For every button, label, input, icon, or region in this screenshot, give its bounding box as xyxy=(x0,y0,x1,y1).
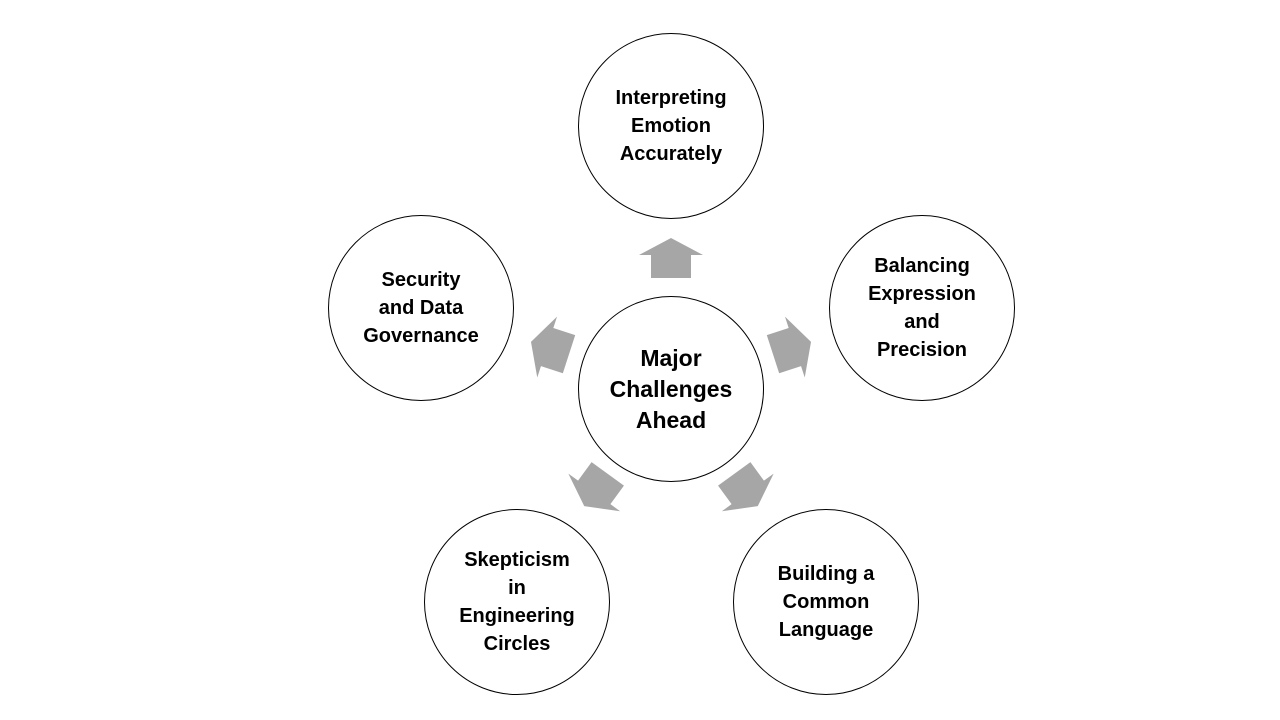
node-balancing-expression: Balancing Expression and Precision xyxy=(829,215,1015,401)
node-label-interpreting-emotion: Interpreting Emotion Accurately xyxy=(615,87,727,165)
center-node-label: Major Challenges Ahead xyxy=(609,344,733,433)
node-interpreting-emotion: Interpreting Emotion Accurately xyxy=(578,33,764,219)
node-label-balancing-expression: Balancing Expression and Precision xyxy=(868,255,976,361)
arrow-to-building-common-language xyxy=(718,462,774,512)
node-security-governance: Security and Data Governance xyxy=(328,215,514,401)
node-label-skepticism: Skepticism in Engineering Circles xyxy=(459,549,575,655)
arrow-to-security-governance xyxy=(530,316,576,378)
arrow-to-balancing-expression xyxy=(766,316,812,378)
arrow-to-skepticism xyxy=(568,462,624,512)
node-label-building-common-language: Building a Common Language xyxy=(777,563,875,641)
arrow-to-interpreting-emotion xyxy=(639,238,703,278)
node-skepticism: Skepticism in Engineering Circles xyxy=(424,509,610,695)
node-label-security-governance: Security and Data Governance xyxy=(363,269,479,347)
center-node: Major Challenges Ahead xyxy=(578,296,764,482)
node-building-common-language: Building a Common Language xyxy=(733,509,919,695)
